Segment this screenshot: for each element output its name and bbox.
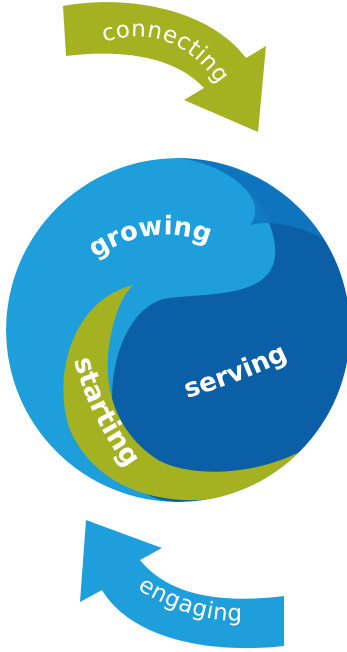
- serving-highlight: [178, 158, 325, 240]
- connecting-arrow-shape: [63, 2, 266, 133]
- serving-region: [112, 158, 347, 502]
- engaging-arrow: engaging: [80, 520, 284, 649]
- connecting-arrow: connecting: [63, 2, 266, 133]
- engaging-arrow-shape: [80, 520, 284, 649]
- stage-circle: [6, 158, 347, 502]
- starting-region: [63, 285, 321, 501]
